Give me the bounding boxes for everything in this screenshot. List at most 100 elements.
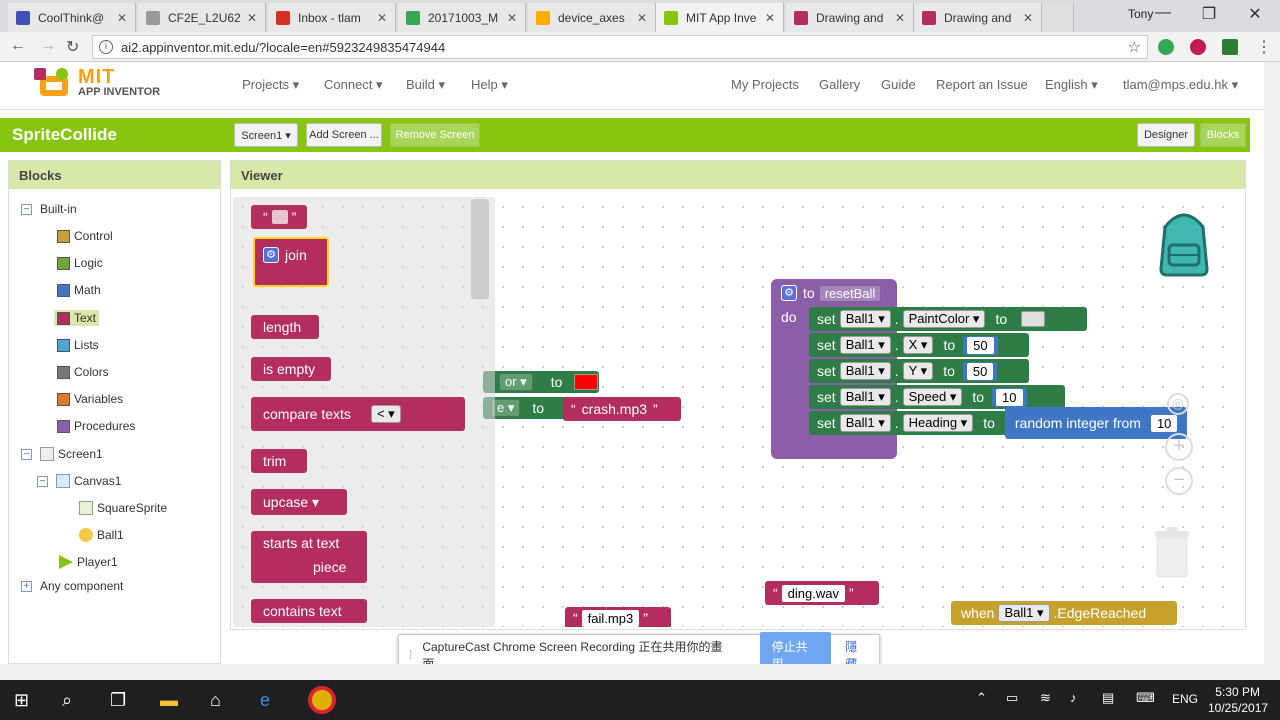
account-menu[interactable]: tlam@mps.edu.hk ▾ [1123,77,1239,92]
browser-tab[interactable]: device_axes✕ [528,3,656,32]
component-dropdown[interactable]: Ball1 ▾ [998,604,1050,622]
upcase-dropdown[interactable]: upcase ▾ [263,493,320,510]
url-field[interactable]: i ai2.appinventor.mit.edu/?locale=en#592… [92,35,1148,59]
show-hidden-icons[interactable]: ⌃ [976,690,987,705]
property-dropdown[interactable]: Speed ▾ [902,388,963,406]
zoom-out-icon[interactable]: − [1165,467,1193,495]
category-procedures[interactable]: Procedures [57,419,135,433]
zoom-in-icon[interactable]: + [1165,433,1193,461]
tab-close-icon[interactable]: ✕ [636,10,647,25]
minimize-button[interactable]: — [1155,4,1171,21]
menu-build[interactable]: Build ▾ [406,77,446,92]
compare-texts-block[interactable]: compare texts < ▾ [251,397,465,431]
info-icon[interactable]: i [99,40,113,54]
edge-browser-icon[interactable]: e [260,690,271,710]
number-block[interactable]: 50 [963,335,998,355]
blocks-button[interactable]: Blocks [1200,123,1246,147]
vertical-scrollbar[interactable] [1264,62,1280,680]
keyboard-icon[interactable]: ⌨ [1136,690,1155,705]
category-lists[interactable]: Lists [57,338,99,352]
tree-any-component[interactable]: + Any component [21,579,123,593]
browser-tab[interactable]: Drawing and✕ [914,3,1042,32]
compare-operator-dropdown[interactable]: < ▾ [370,405,401,423]
task-view-icon[interactable]: ❐ [110,690,127,710]
collapse-icon[interactable]: − [21,448,32,460]
number-value[interactable]: 10 [996,388,1023,406]
tab-close-icon[interactable]: ✕ [116,10,127,25]
chrome-icon[interactable] [308,686,336,714]
tree-squaresprite[interactable]: SquareSprite [79,501,167,515]
restore-button[interactable]: ❐ [1201,6,1217,23]
menu-connect[interactable]: Connect ▾ [324,77,383,92]
starts-at-block[interactable]: starts at text piece [251,531,367,583]
contains-block[interactable]: contains text [251,599,367,623]
input-language[interactable]: ENG [1172,692,1199,706]
wifi-icon[interactable]: ≋ [1040,690,1051,705]
search-icon[interactable]: ⌕ [62,690,73,710]
text-string-block[interactable]: “ ” [251,205,307,229]
designer-button[interactable]: Designer [1137,123,1195,147]
upcase-block[interactable]: upcase ▾ [251,489,347,515]
windows-start-icon[interactable]: ⊞ [14,690,30,710]
back-icon[interactable]: ← [10,37,26,54]
collapse-icon[interactable]: − [37,475,48,487]
random-from-value[interactable]: 10 [1150,414,1178,432]
length-block[interactable]: length [251,315,319,339]
property-dropdown[interactable]: Y ▾ [902,362,934,380]
tab-close-icon[interactable]: ✕ [894,10,905,25]
component-dropdown[interactable]: Ball1 ▾ [839,336,891,354]
component-dropdown[interactable]: Ball1 ▾ [839,388,891,406]
component-dropdown[interactable]: Ball1 ▾ [839,362,891,380]
grammarly-icon[interactable] [1158,39,1174,55]
link-my-projects[interactable]: My Projects [731,77,799,92]
category-math[interactable]: Math [57,283,101,297]
recenter-icon[interactable]: ◎ [1167,393,1189,415]
ding-filename[interactable]: ding.wav [781,584,845,602]
cast-icon[interactable] [1222,39,1238,55]
crash-sound-text-block[interactable]: “ crash.mp3 ” [563,397,681,421]
category-variables[interactable]: Variables [57,392,123,406]
number-block[interactable]: 10 [992,387,1027,407]
join-block[interactable]: ⚙ join [253,237,329,287]
number-block[interactable]: 50 [962,361,998,381]
backpack-icon[interactable] [1151,209,1217,279]
browser-tab[interactable]: Inbox - tlam✕ [268,3,396,32]
component-dropdown[interactable]: Ball1 ▾ [839,310,891,328]
tree-ball1[interactable]: Ball1 [79,528,124,542]
battery-icon[interactable]: ▭ [1006,690,1019,705]
tab-close-icon[interactable]: ✕ [1022,10,1033,25]
remove-screen-button[interactable]: Remove Screen [390,123,480,147]
clock[interactable]: 5:30 PM 10/25/2017 [1208,684,1268,716]
collapse-icon[interactable]: − [21,203,32,215]
color-red-swatch[interactable] [574,374,599,390]
close-window-button[interactable]: ✕ [1248,6,1262,23]
property-dropdown[interactable]: Heading ▾ [902,414,974,432]
volume-icon[interactable]: ♪ [1070,690,1077,705]
tree-builtin[interactable]: − Built-in [21,202,77,216]
tree-screen1[interactable]: − Screen1 [21,447,103,461]
drag-handle-icon[interactable]: ⁞ [409,648,413,662]
horizontal-scrollbar[interactable] [0,664,1264,680]
browser-tab[interactable]: Drawing and✕ [786,3,914,32]
browser-tab[interactable]: 20171003_M✕ [398,3,526,32]
browser-tab[interactable]: MIT App Inve✕ [656,3,784,32]
tab-close-icon[interactable]: ✕ [376,10,387,25]
procedure-header[interactable]: ⚙ to resetBall [781,283,885,303]
menu-help[interactable]: Help ▾ [471,77,508,92]
app-inventor-logo-icon[interactable] [32,66,76,102]
tree-canvas1[interactable]: − Canvas1 [37,474,121,488]
browser-user-name[interactable]: Tony [1128,7,1154,21]
ding-sound-text-block[interactable]: “ ding.wav ” [765,581,879,605]
crash-filename[interactable]: crash.mp3 [581,401,648,417]
reload-icon[interactable]: ↻ [66,39,80,56]
category-colors[interactable]: Colors [57,365,109,379]
is-empty-block[interactable]: is empty [251,357,331,381]
tab-close-icon[interactable]: ✕ [764,10,775,25]
category-logic[interactable]: Logic [57,256,103,270]
edge-reached-event-block[interactable]: when Ball1 ▾ .EdgeReached [951,601,1177,625]
